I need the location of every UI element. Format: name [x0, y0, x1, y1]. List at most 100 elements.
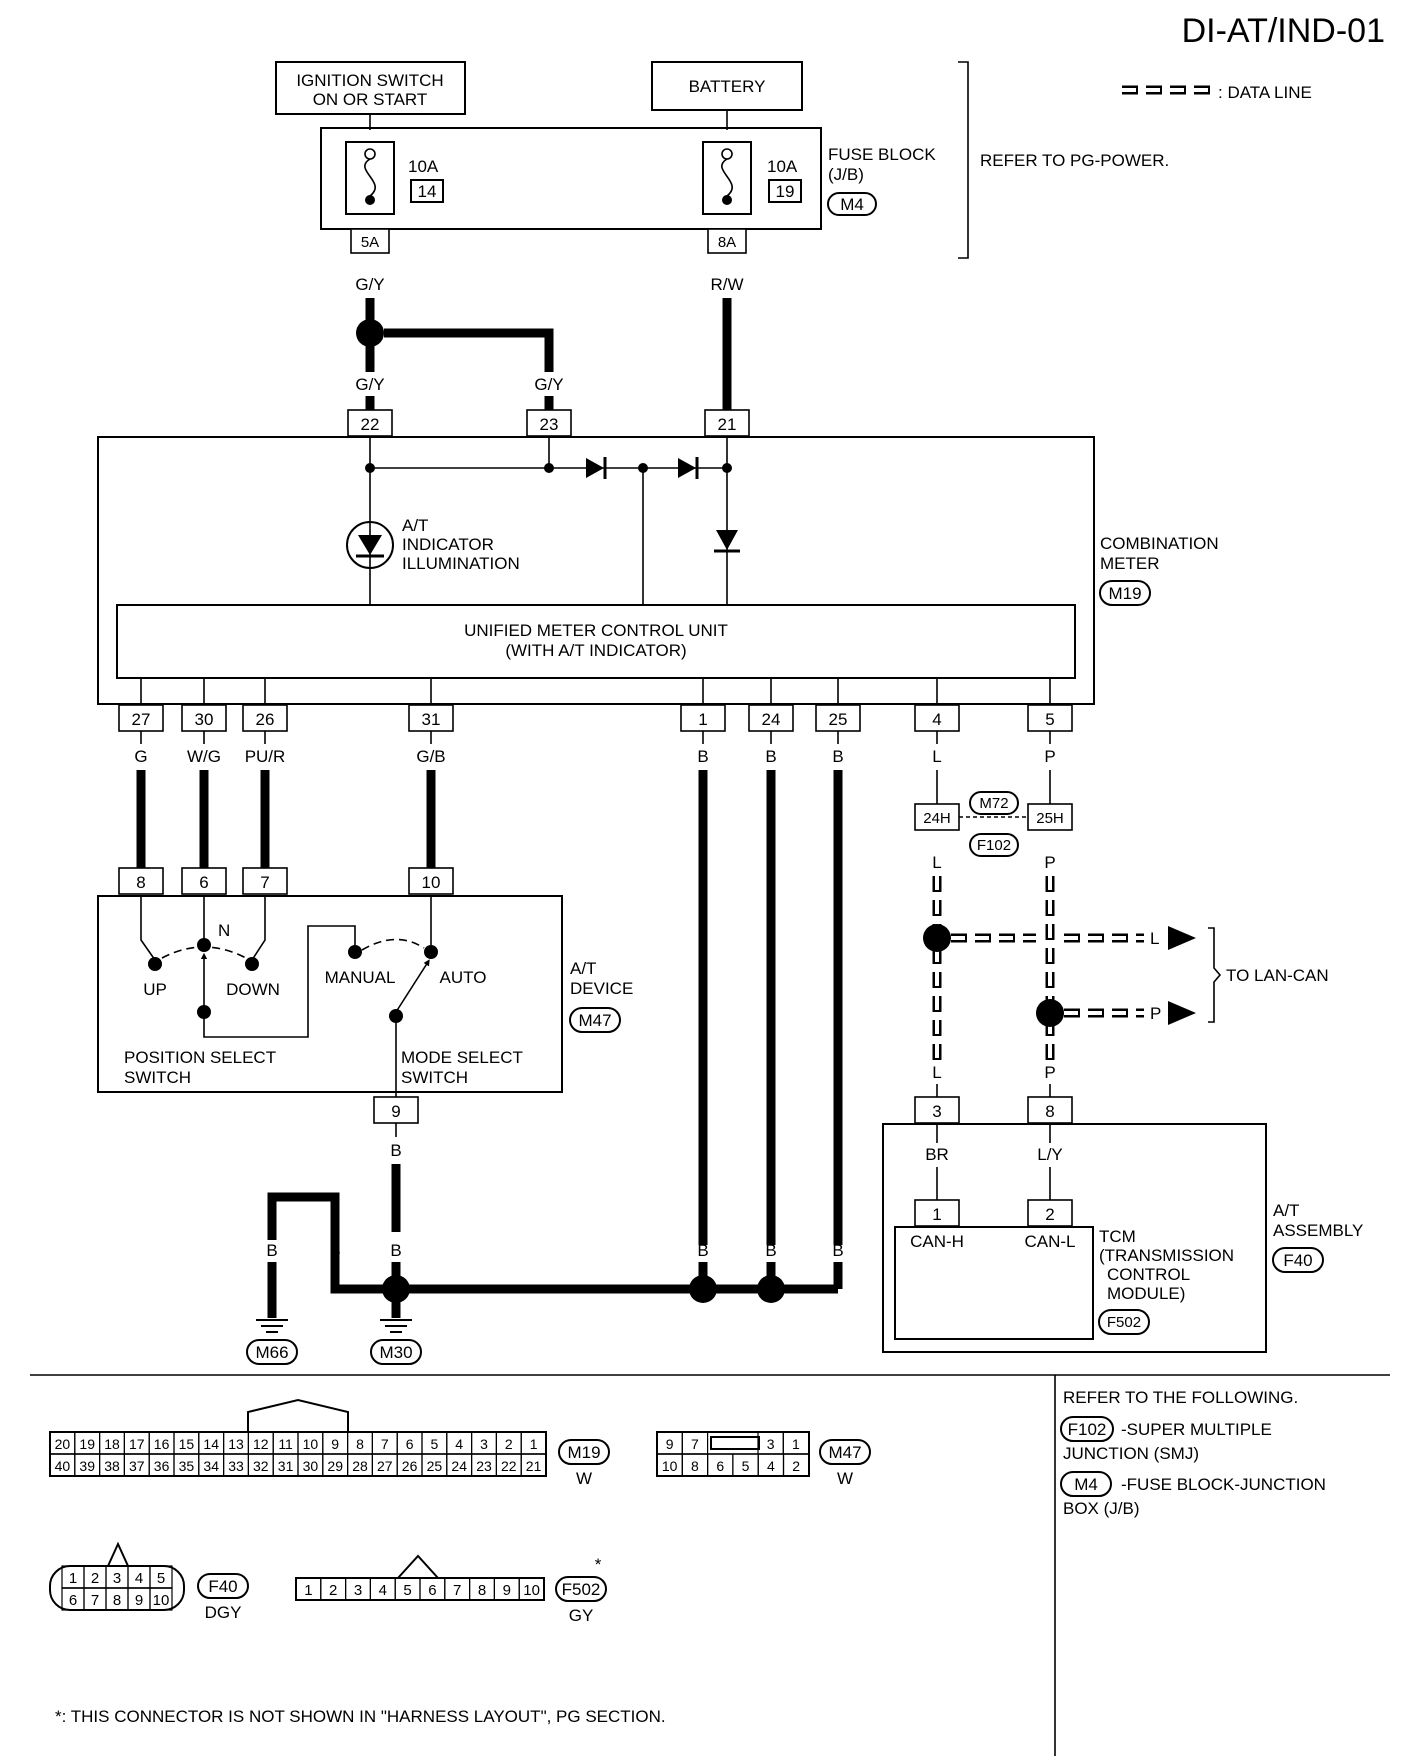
wire-wg: W/G	[187, 747, 221, 766]
n-label: N	[218, 921, 230, 940]
fuse-block-label-1: FUSE BLOCK	[828, 145, 936, 164]
refer-title: REFER TO THE FOLLOWING.	[1063, 1388, 1298, 1407]
m47-pin-bottom-cell	[782, 1453, 810, 1477]
refer-following: REFER TO THE FOLLOWING. F102 -SUPER MULT…	[1060, 1388, 1326, 1518]
fuse-block-label-2: (J/B)	[828, 165, 864, 184]
meter-label-1: COMBINATION	[1100, 534, 1219, 553]
fuse-right-amps: 10A	[767, 157, 798, 176]
smj-connector: 24H 25H M72 F102 L P	[914, 791, 1073, 872]
indicator-label-1: A/T	[402, 516, 428, 535]
pin-31: 31	[422, 710, 441, 729]
tcm-label-3: CONTROL	[1107, 1265, 1190, 1284]
m19-pin-bottom: 39	[79, 1458, 95, 1474]
refer-f102-text-1: -SUPER MULTIPLE	[1121, 1420, 1272, 1439]
m19-pin-top: 6	[406, 1436, 414, 1452]
ground-network: B B B B B B M66 M30	[246, 1192, 844, 1365]
m19-pin-top: 18	[104, 1436, 120, 1452]
m19-pin-bottom: 31	[278, 1458, 294, 1474]
f502-pin: 2	[329, 1582, 337, 1599]
f40-pin-top: 3	[113, 1570, 121, 1587]
fuse-left-number: 14	[418, 182, 437, 201]
refer-f102-text-2: JUNCTION (SMJ)	[1063, 1444, 1199, 1463]
auto-label: AUTO	[440, 968, 487, 987]
lan-wire-p-lower: P	[1044, 1063, 1055, 1082]
m19-pin-top: 10	[303, 1436, 319, 1452]
at-device-connector: M47	[578, 1011, 611, 1030]
m19-pin-bottom: 33	[228, 1458, 244, 1474]
m19-pin-bottom: 38	[104, 1458, 120, 1474]
f40-pin-bottom: 9	[135, 1592, 143, 1609]
m19-pin-top: 4	[455, 1436, 463, 1452]
wire-pur: PU/R	[245, 747, 286, 766]
m19-pin-bottom: 27	[377, 1458, 393, 1474]
asm-wire-ly: L/Y	[1037, 1145, 1063, 1164]
f40-pin-bottom: 8	[113, 1592, 121, 1609]
meter-connector: M19	[1108, 584, 1141, 603]
ground-wire-2: B	[329, 1241, 340, 1260]
meter-wire-labels: G W/G PU/R G/B B B B L P	[134, 731, 1056, 766]
f502-pin: 7	[453, 1582, 461, 1599]
fuse-left-amps: 10A	[408, 157, 439, 176]
m19-pin-bottom: 40	[55, 1458, 71, 1474]
m19-pin-top: 3	[480, 1436, 488, 1452]
tcm-pin-1: 1	[932, 1205, 941, 1224]
pin-22: 22	[361, 415, 380, 434]
m47-pin-bottom: 10	[662, 1458, 678, 1474]
lan-wire-l-lower: L	[932, 1063, 941, 1082]
f40-pin-bottom: 10	[153, 1592, 170, 1609]
asm-pin-8: 8	[1045, 1102, 1054, 1121]
m19-pin-top: 5	[431, 1436, 439, 1452]
f502-pin: 1	[304, 1582, 312, 1599]
meter-top-pins: 22 23 21	[347, 409, 750, 437]
can-data-lines: L P TO LAN-CAN L P	[923, 876, 1329, 1097]
m19-pin-bottom: 29	[327, 1458, 343, 1474]
m19-pin-bottom: 32	[253, 1458, 269, 1474]
at-assembly-label-2: ASSEMBLY	[1273, 1221, 1363, 1240]
f40-pin-top: 4	[135, 1570, 143, 1587]
at-ground-wire: B	[390, 1141, 401, 1160]
ground-wire-5: B	[765, 1241, 776, 1260]
pin-21: 21	[718, 415, 737, 434]
m19-pin-bottom: 36	[154, 1458, 170, 1474]
m19-pin-bottom: 21	[526, 1458, 542, 1474]
m19-pin-top: 14	[203, 1436, 219, 1452]
refer-bracket	[958, 61, 969, 259]
wire-gy-top: G/Y	[355, 275, 384, 294]
unit-label-2: (WITH A/T INDICATOR)	[505, 641, 686, 660]
to-lan-can: TO LAN-CAN	[1226, 966, 1329, 985]
at-assembly: 3 8 BR L/Y 1 2 CAN-H CAN-L TCM (TRANSMIS…	[882, 1096, 1267, 1353]
wire-b-24: B	[765, 747, 776, 766]
f502-pin: 6	[428, 1582, 436, 1599]
at-assembly-connector-badge	[1272, 1247, 1324, 1273]
at-ground-pin: 9	[391, 1102, 400, 1121]
asm-pin-3: 3	[932, 1102, 941, 1121]
lan-l-label: L	[1150, 929, 1159, 948]
tcm-label-4: MODULE)	[1107, 1284, 1185, 1303]
m19-pin-top: 7	[381, 1436, 389, 1452]
refer-m4-text-2: BOX (J/B)	[1063, 1499, 1140, 1518]
m19-pin-bottom: 25	[427, 1458, 443, 1474]
refer-m4-text-1: -FUSE BLOCK-JUNCTION	[1121, 1475, 1326, 1494]
m19-pin-bottom: 35	[179, 1458, 195, 1474]
m19-pin-top: 1	[530, 1436, 538, 1452]
fuse-right-terminal: 8A	[718, 234, 736, 251]
ignition-label-2: ON OR START	[313, 90, 428, 109]
manual-label: MANUAL	[325, 968, 396, 987]
pin-23: 23	[540, 415, 559, 434]
f40-pin-top: 5	[157, 1570, 165, 1587]
f502-name: F502	[562, 1580, 601, 1599]
refer-pg-power: REFER TO PG-POWER.	[980, 151, 1169, 170]
mode-switch-1: MODE SELECT	[401, 1048, 523, 1067]
m19-pin-top: 20	[55, 1436, 71, 1452]
m19-pin-top: 15	[179, 1436, 195, 1452]
ground-m30: M30	[379, 1343, 412, 1362]
m47-pin-bottom: 5	[742, 1458, 750, 1474]
wire-b-25: B	[832, 747, 843, 766]
f502-pin: 4	[379, 1582, 387, 1599]
at-device-pins: 8 6 7 10	[118, 867, 454, 895]
at-pin-10: 10	[422, 873, 441, 892]
m47-pin-bottom: 8	[691, 1458, 699, 1474]
